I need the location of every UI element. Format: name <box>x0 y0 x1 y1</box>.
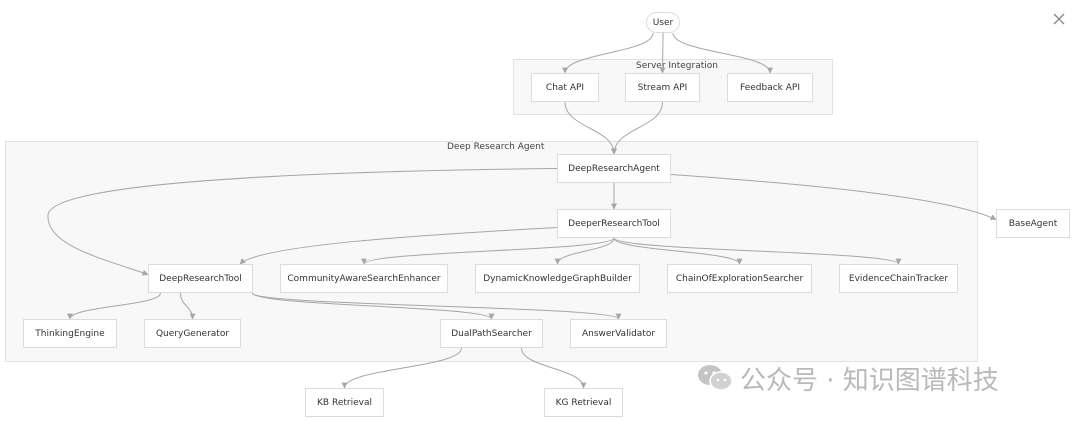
node-stream-api[interactable]: Stream API <box>625 73 700 102</box>
wechat-icon <box>698 365 733 391</box>
group-deep-research-agent-label: Deep Research Agent <box>447 142 545 152</box>
node-deep-research-tool[interactable]: DeepResearchTool <box>148 264 253 293</box>
node-query-generator[interactable]: QueryGenerator <box>144 319 241 348</box>
edge-deep-research-tool-to-answer-validator <box>252 292 622 320</box>
edge-deep-research-agent-to-deep-research-tool <box>47 168 558 276</box>
watermark-text: 公众号 · 知识图谱科技 <box>740 365 999 396</box>
node-feedback-api[interactable]: Feedback API <box>727 73 813 102</box>
edge-user-to-feedback-api <box>672 32 773 74</box>
edge-deep-research-tool-to-query-generator <box>180 292 196 320</box>
edge-deeper-research-tool-to-evidence-chain-tracker <box>613 237 902 265</box>
node-answer-validator[interactable]: AnswerValidator <box>570 319 667 348</box>
edge-deep-research-tool-to-dual-path-searcher <box>252 292 495 320</box>
node-chat-api[interactable]: Chat API <box>531 73 599 102</box>
edge-user-to-stream-api <box>659 32 666 74</box>
node-base-agent[interactable]: BaseAgent <box>996 209 1070 238</box>
edge-deeper-research-tool-to-dynamic-kg-builder <box>554 237 615 265</box>
close-icon[interactable] <box>1050 10 1068 28</box>
node-deeper-research-tool[interactable]: DeeperResearchTool <box>557 209 671 238</box>
edge-deeper-research-tool-to-chain-of-exploration-searcher <box>613 237 743 265</box>
node-chain-of-exploration-searcher[interactable]: ChainOfExplorationSearcher <box>667 264 812 293</box>
edge-deep-research-tool-to-thinking-engine <box>67 292 161 320</box>
watermark: 公众号 · 知识图谱科技 <box>696 360 999 396</box>
edge-dual-path-searcher-to-kg-retrieval <box>521 347 587 389</box>
node-thinking-engine[interactable]: ThinkingEngine <box>23 319 117 348</box>
edge-chat-api-to-deep-research-agent <box>564 101 617 155</box>
edge-deeper-research-tool-to-deep-research-tool <box>239 227 558 265</box>
node-community-aware-search-enhancer[interactable]: CommunityAwareSearchEnhancer <box>280 264 448 293</box>
edge-deep-research-agent-to-base-agent <box>670 174 997 220</box>
edge-dual-path-searcher-to-kb-retrieval <box>341 347 462 389</box>
node-evidence-chain-tracker[interactable]: EvidenceChainTracker <box>839 264 958 293</box>
edge-deeper-research-tool-to-community-aware-search-enhancer <box>361 237 615 265</box>
node-dual-path-searcher[interactable]: DualPathSearcher <box>440 319 543 348</box>
node-kb-retrieval[interactable]: KB Retrieval <box>305 388 384 417</box>
edge-stream-api-to-deep-research-agent <box>611 101 663 155</box>
node-kg-retrieval[interactable]: KG Retrieval <box>544 388 623 417</box>
node-deep-research-agent[interactable]: DeepResearchAgent <box>557 154 671 183</box>
edge-user-to-chat-api <box>562 32 654 74</box>
node-dynamic-knowledge-graph-builder[interactable]: DynamicKnowledgeGraphBuilder <box>475 264 640 293</box>
group-server-integration-label: Server Integration <box>636 61 718 71</box>
node-user[interactable]: User <box>646 12 680 33</box>
